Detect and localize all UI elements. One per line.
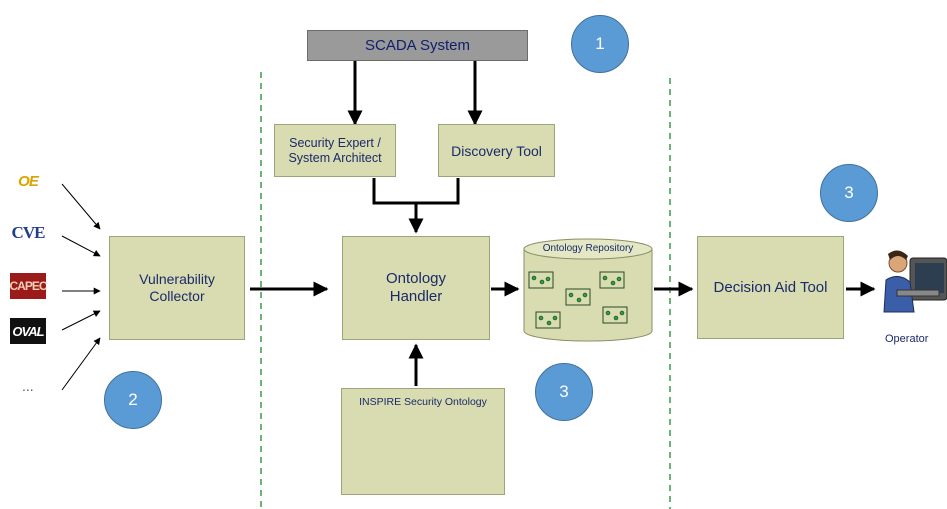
operator-label: Operator: [885, 333, 929, 345]
decision-aid-tool-label: Decision Aid Tool: [713, 279, 828, 296]
decision-aid-tool-box: Decision Aid Tool: [697, 236, 844, 339]
capec-logo-icon: CAPEC: [9, 273, 48, 299]
step-marker-3-top: 3: [820, 164, 878, 222]
ontology-handler-box: Ontology Handler: [342, 236, 490, 340]
security-expert-box: Security Expert / System Architect: [274, 124, 396, 177]
repository-graph-edges: [531, 275, 625, 326]
cve-logo-text: CVE: [11, 223, 46, 242]
arrow-source-oval: [61, 310, 101, 331]
more-sources-ellipsis: ...: [22, 378, 34, 394]
security-expert-label: Security Expert / System Architect: [288, 135, 382, 165]
step-marker-2: 2: [104, 371, 162, 429]
security-ontology-label: INSPIRE Security Ontology: [359, 396, 487, 408]
connector-merge: [372, 178, 460, 205]
vulnerability-collector-label: Vulnerability Collector: [139, 271, 215, 304]
arrow-source-oe: [61, 183, 101, 230]
scada-system-box: SCADA System: [307, 30, 528, 61]
step-marker-3-bottom: 3: [535, 363, 593, 421]
discovery-tool-label: Discovery Tool: [451, 142, 542, 159]
operator-figure: [883, 250, 947, 313]
capec-logo-text: CAPEC: [9, 279, 48, 293]
oe-logo-text: OE: [18, 172, 39, 190]
arrow-source-more: [61, 337, 101, 391]
oe-logo-icon: OE: [10, 168, 46, 194]
security-ontology-box: INSPIRE Security Ontology: [341, 388, 505, 495]
oval-logo-icon: OVAL: [10, 318, 46, 344]
scada-system-label: SCADA System: [364, 37, 471, 54]
ontology-repository-label: Ontology Repository: [542, 243, 634, 254]
step-marker-1: 1: [571, 15, 629, 73]
oval-logo-text: OVAL: [12, 323, 44, 339]
vulnerability-collector-box: Vulnerability Collector: [109, 236, 245, 340]
discovery-tool-box: Discovery Tool: [438, 124, 555, 177]
arrow-source-cve: [61, 235, 101, 257]
cve-logo-icon: CVE: [10, 220, 46, 246]
ontology-handler-label: Ontology Handler: [385, 270, 447, 305]
